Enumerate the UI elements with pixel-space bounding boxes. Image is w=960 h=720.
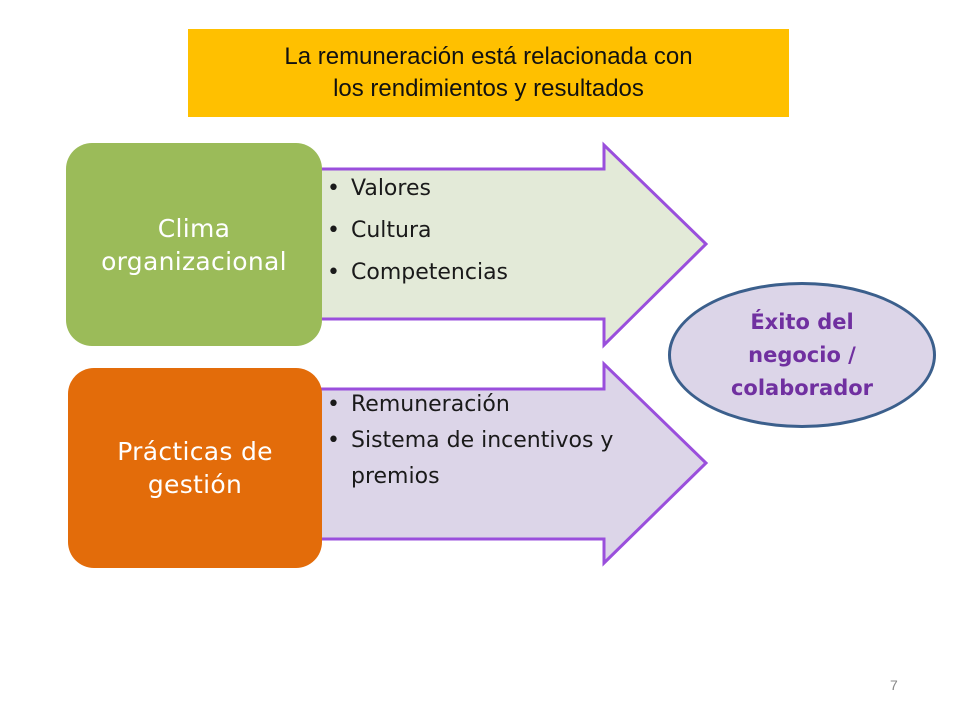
box-label-line-2: gestión xyxy=(147,470,243,499)
page-number: 7 xyxy=(890,677,898,693)
outcome-line-1: Éxito del xyxy=(750,309,854,334)
box-label-line-1: Clima xyxy=(157,213,231,243)
bullet-item: Cultura xyxy=(327,210,508,252)
bullet-item: Sistema de incentivos y premios xyxy=(327,423,627,495)
bullet-item: Competencias xyxy=(327,252,508,294)
outcome-line-3: colaborador xyxy=(730,375,874,400)
box-practicas-de-gestion: Prácticas de gestión xyxy=(68,368,322,568)
bullet-item: Remuneración xyxy=(327,387,627,423)
title-line-2: los rendimientos y resultados xyxy=(333,75,644,102)
outcome-line-2: negocio / xyxy=(748,342,856,367)
box-label-line-2: organizacional xyxy=(101,246,287,276)
bullet-item: Valores xyxy=(327,168,508,210)
bullet-list-1: Valores Cultura Competencias xyxy=(327,168,508,294)
title-banner: La remuneración está relacionada con los… xyxy=(188,29,789,117)
outcome-oval: Éxito del negocio / colaborador xyxy=(668,282,936,428)
title-line-1: La remuneración está relacionada con xyxy=(284,43,693,70)
bullet-list-2: Remuneración Sistema de incentivos y pre… xyxy=(327,387,627,495)
box-label-line-1: Prácticas de xyxy=(117,437,273,466)
box-clima-organizacional: Clima organizacional xyxy=(66,143,322,346)
